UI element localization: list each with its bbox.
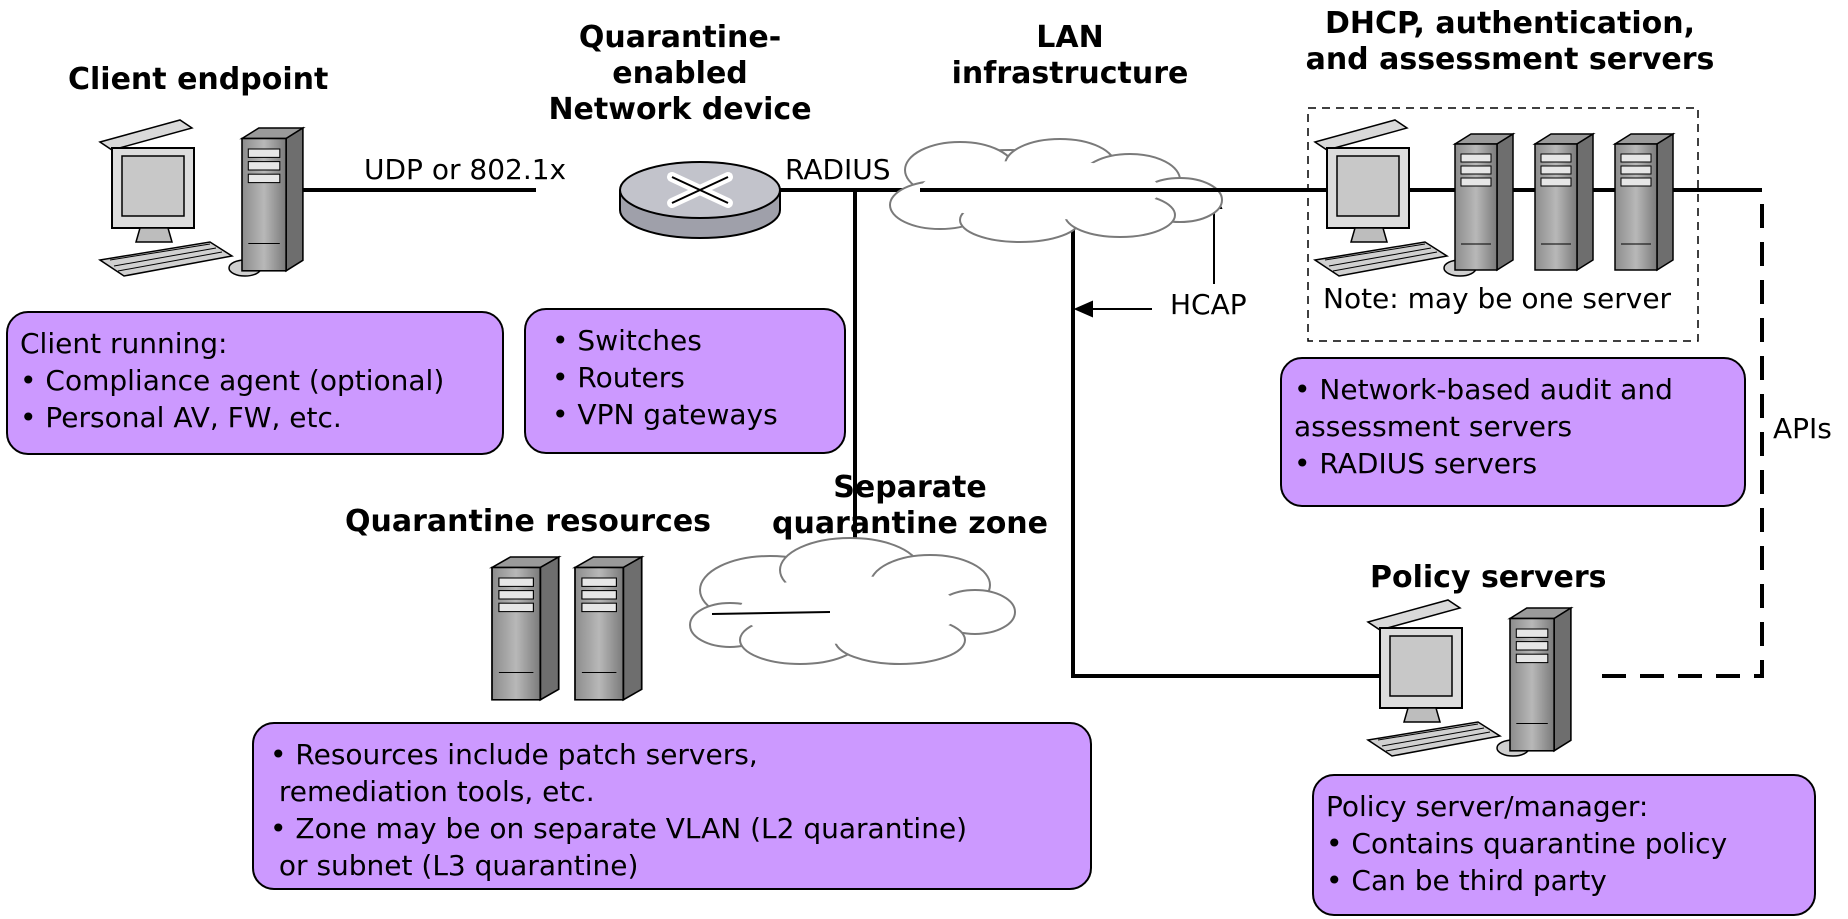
client-info-box: Client running: • Compliance agent (opti… [6, 311, 504, 455]
box-line: • Resources include patch servers, [270, 738, 758, 771]
box-line: remediation tools, etc. [270, 775, 595, 808]
server-group-box [1307, 107, 1699, 342]
box-line: • Contains quarantine policy [1326, 827, 1728, 860]
udp-label: UDP or 802.1x [364, 153, 567, 186]
box-line: • Zone may be on separate VLAN (L2 quara… [270, 812, 968, 845]
servers-title: DHCP, authentication, and assessment ser… [1305, 6, 1715, 77]
policy-info-box: Policy server/manager: • Contains quaran… [1312, 774, 1816, 916]
quarantine-servers-icon [491, 556, 643, 701]
client-pc-icon [99, 119, 304, 277]
quarantine-resources-title: Quarantine resources [345, 504, 712, 539]
box-line: or subnet (L3 quarantine) [270, 849, 639, 882]
box-line: Policy server/manager: [1326, 790, 1649, 823]
box-line: • Compliance agent (optional) [20, 364, 445, 397]
box-line: • RADIUS servers [1294, 447, 1538, 480]
policy-servers-title: Policy servers [1370, 560, 1607, 595]
device-info-box: • Switches • Routers • VPN gateways [524, 308, 846, 454]
box-line: • VPN gateways [552, 398, 778, 431]
hcap-label: HCAP [1170, 288, 1247, 321]
server-group-icon [1314, 119, 1674, 277]
resources-info-box: • Resources include patch servers, remed… [252, 722, 1092, 890]
box-line: • Switches [552, 324, 702, 357]
apis-label: APIs [1773, 412, 1832, 445]
router-icon [619, 161, 781, 239]
box-line: • Routers [552, 361, 685, 394]
box-line: Client running: [20, 327, 228, 360]
box-line: • Network-based audit and [1294, 373, 1673, 406]
box-line: assessment servers [1294, 410, 1573, 443]
quarantine-zone-title: Separate quarantine zone [771, 470, 1049, 541]
api-dashed-line [1600, 188, 1764, 678]
quarantine-cloud-icon [689, 537, 1016, 665]
server-note: Note: may be one server [1323, 282, 1672, 316]
box-line: • Can be third party [1326, 864, 1607, 897]
policy-server-icon [1367, 599, 1572, 757]
client-endpoint-title: Client endpoint [68, 62, 329, 97]
audit-info-box: • Network-based audit and assessment ser… [1280, 357, 1746, 507]
box-line: • Personal AV, FW, etc. [20, 401, 342, 434]
lan-title: LAN infrastructure [951, 20, 1189, 91]
radius-label: RADIUS [785, 153, 891, 186]
network-device-title: Quarantine- enabled Network device [548, 20, 812, 127]
